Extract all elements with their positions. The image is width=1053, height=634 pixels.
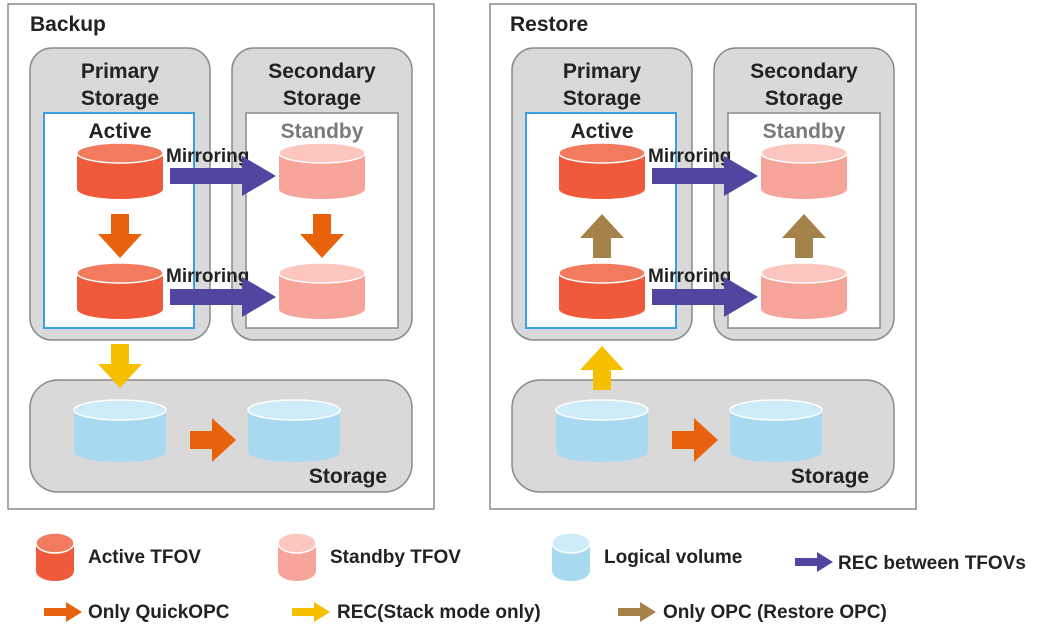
restore-primary-storage-label-line1: Primary xyxy=(563,60,642,83)
backup-standby-label: Standby xyxy=(281,120,364,143)
legend-rec-stack-mode-arrow xyxy=(292,602,330,622)
backup-logical-volume-right-cylinder xyxy=(247,399,341,462)
legend-only-quickopc-arrow xyxy=(44,602,82,622)
backup-secondary-storage-label-line1: Secondary xyxy=(268,60,376,83)
backup-mirroring-bottom-label: Mirroring xyxy=(166,266,249,287)
restore-logical-volume-right-cylinder xyxy=(729,399,823,462)
legend-active-tfov-label: Active TFOV xyxy=(88,547,201,568)
legend-logical-volume-icon xyxy=(551,532,591,581)
backup-stack-mode-arrow xyxy=(98,344,142,388)
backup-active-tfov-bottom-cylinder xyxy=(76,262,164,319)
restore-standby-label: Standby xyxy=(763,120,846,143)
backup-mirroring-top-label: Mirroring xyxy=(166,146,249,167)
legend-logical-volume-label: Logical volume xyxy=(604,547,742,568)
restore-secondary-storage-label-line2: Storage xyxy=(765,87,843,110)
restore-opc-arrow-primary xyxy=(580,214,624,258)
legend-logical-volume-cylinder xyxy=(551,532,591,581)
restore-opc-arrow-secondary xyxy=(782,214,826,258)
restore-panel-title: Restore xyxy=(510,13,588,36)
backup-panel-title: Backup xyxy=(30,13,106,36)
restore-active-label: Active xyxy=(570,120,633,143)
restore-standby-tfov-bottom-cylinder xyxy=(760,262,848,319)
restore-secondary-storage-label-line1: Secondary xyxy=(750,60,858,83)
restore-rec-arrow-top xyxy=(652,156,758,196)
backup-primary-storage-label-line2: Storage xyxy=(81,87,159,110)
legend-rec-between-tfovs-label: REC between TFOVs xyxy=(838,553,1026,574)
legend-only-opc-arrow-icon xyxy=(618,602,656,622)
legend-rec-stack-mode-arrow-icon xyxy=(292,602,330,622)
backup-primary-storage-label-line1: Primary xyxy=(81,60,160,83)
backup-quickopc-arrow-primary xyxy=(98,214,142,258)
legend-standby-tfov-cylinder xyxy=(277,532,317,581)
backup-active-label: Active xyxy=(88,120,151,143)
backup-storage-label: Storage xyxy=(309,465,387,488)
restore-mirroring-bottom-label: Mirroring xyxy=(648,266,731,287)
restore-quickopc-arrow-storage xyxy=(672,418,718,462)
restore-storage-label: Storage xyxy=(791,465,869,488)
backup-rec-arrow-top xyxy=(170,156,276,196)
legend-active-tfov-icon xyxy=(35,532,75,581)
legend-standby-tfov-icon xyxy=(277,532,317,581)
legend-active-tfov-cylinder xyxy=(35,532,75,581)
backup-active-tfov-top-cylinder xyxy=(76,142,164,199)
diagram-shapes xyxy=(73,142,848,462)
restore-active-tfov-bottom-cylinder xyxy=(558,262,646,319)
backup-standby-tfov-top-cylinder xyxy=(278,142,366,199)
legend-standby-tfov-label: Standby TFOV xyxy=(330,547,461,568)
legend-rec-stack-mode-label: REC(Stack mode only) xyxy=(337,602,541,623)
legend-rec-between-tfovs-arrow xyxy=(795,552,833,572)
legend-only-opc-label: Only OPC (Restore OPC) xyxy=(663,602,887,623)
restore-rec-arrow-bottom xyxy=(652,277,758,317)
legend-only-quickopc-arrow-icon xyxy=(44,602,82,622)
backup-logical-volume-left-cylinder xyxy=(73,399,167,462)
backup-quickopc-arrow-secondary xyxy=(300,214,344,258)
backup-rec-arrow-bottom xyxy=(170,277,276,317)
legend-rec-between-tfovs-arrow-icon xyxy=(795,552,833,572)
restore-standby-tfov-top-cylinder xyxy=(760,142,848,199)
restore-primary-storage-label-line2: Storage xyxy=(563,87,641,110)
legend-only-opc-arrow xyxy=(618,602,656,622)
legend-only-quickopc-label: Only QuickOPC xyxy=(88,602,230,623)
legend: Active TFOV Standby TFOV Logical volume … xyxy=(35,532,1026,623)
backup-secondary-storage-label-line2: Storage xyxy=(283,87,361,110)
restore-stack-mode-arrow xyxy=(580,346,624,390)
backup-standby-tfov-bottom-cylinder xyxy=(278,262,366,319)
backup-quickopc-arrow-storage xyxy=(190,418,236,462)
restore-active-tfov-top-cylinder xyxy=(558,142,646,199)
restore-logical-volume-left-cylinder xyxy=(555,399,649,462)
restore-mirroring-top-label: Mirroring xyxy=(648,146,731,167)
